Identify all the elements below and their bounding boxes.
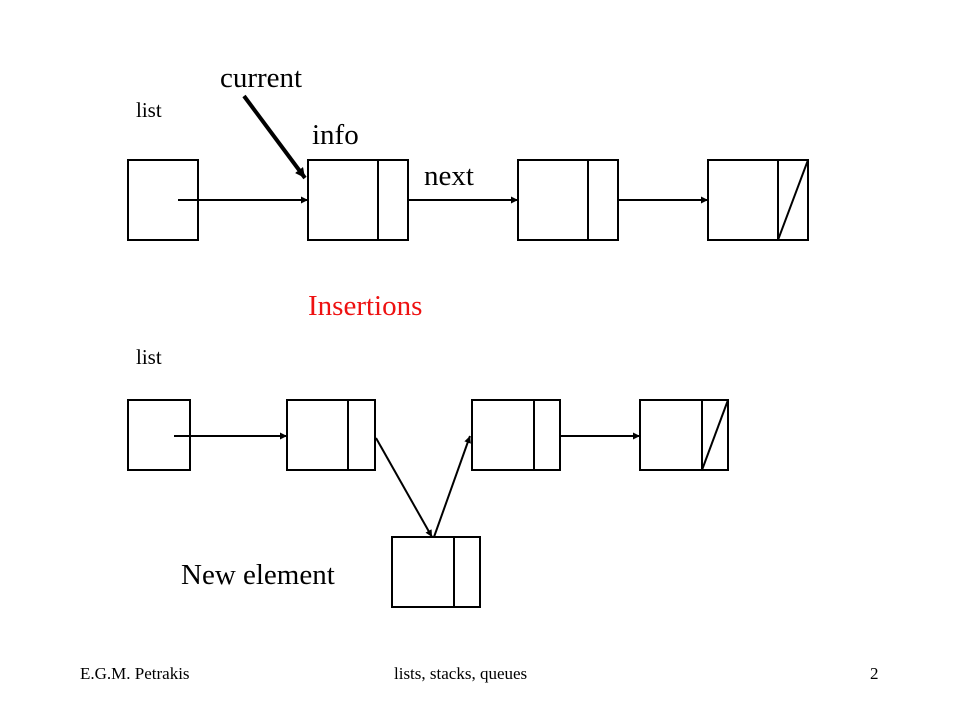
bottom-node-3 [639,399,729,471]
new-element-label: New element [181,559,335,591]
insertions-title: Insertions [308,290,423,322]
footer-topic: lists, stacks, queues [394,664,528,683]
bottom-node-2 [471,399,561,471]
top-list-label: list [136,98,162,122]
footer-author: E.G.M. Petrakis [80,664,190,683]
insert-arrow-from-new [433,435,471,538]
info-field-label: info [312,119,359,151]
null-pointer-slash [701,399,729,471]
top-node-3 [707,159,809,241]
insert-arrow-to-new [375,437,433,538]
null-pointer-slash [777,159,809,241]
top-node-1 [307,159,409,241]
new-element-node [391,536,481,608]
footer-page-number: 2 [870,664,879,683]
current-pointer-arrow [242,94,307,180]
bottom-list-label: list [136,345,162,369]
current-pointer-label: current [220,62,303,94]
next-field-label: next [424,160,474,192]
top-node-2 [517,159,619,241]
bottom-node-1 [286,399,376,471]
